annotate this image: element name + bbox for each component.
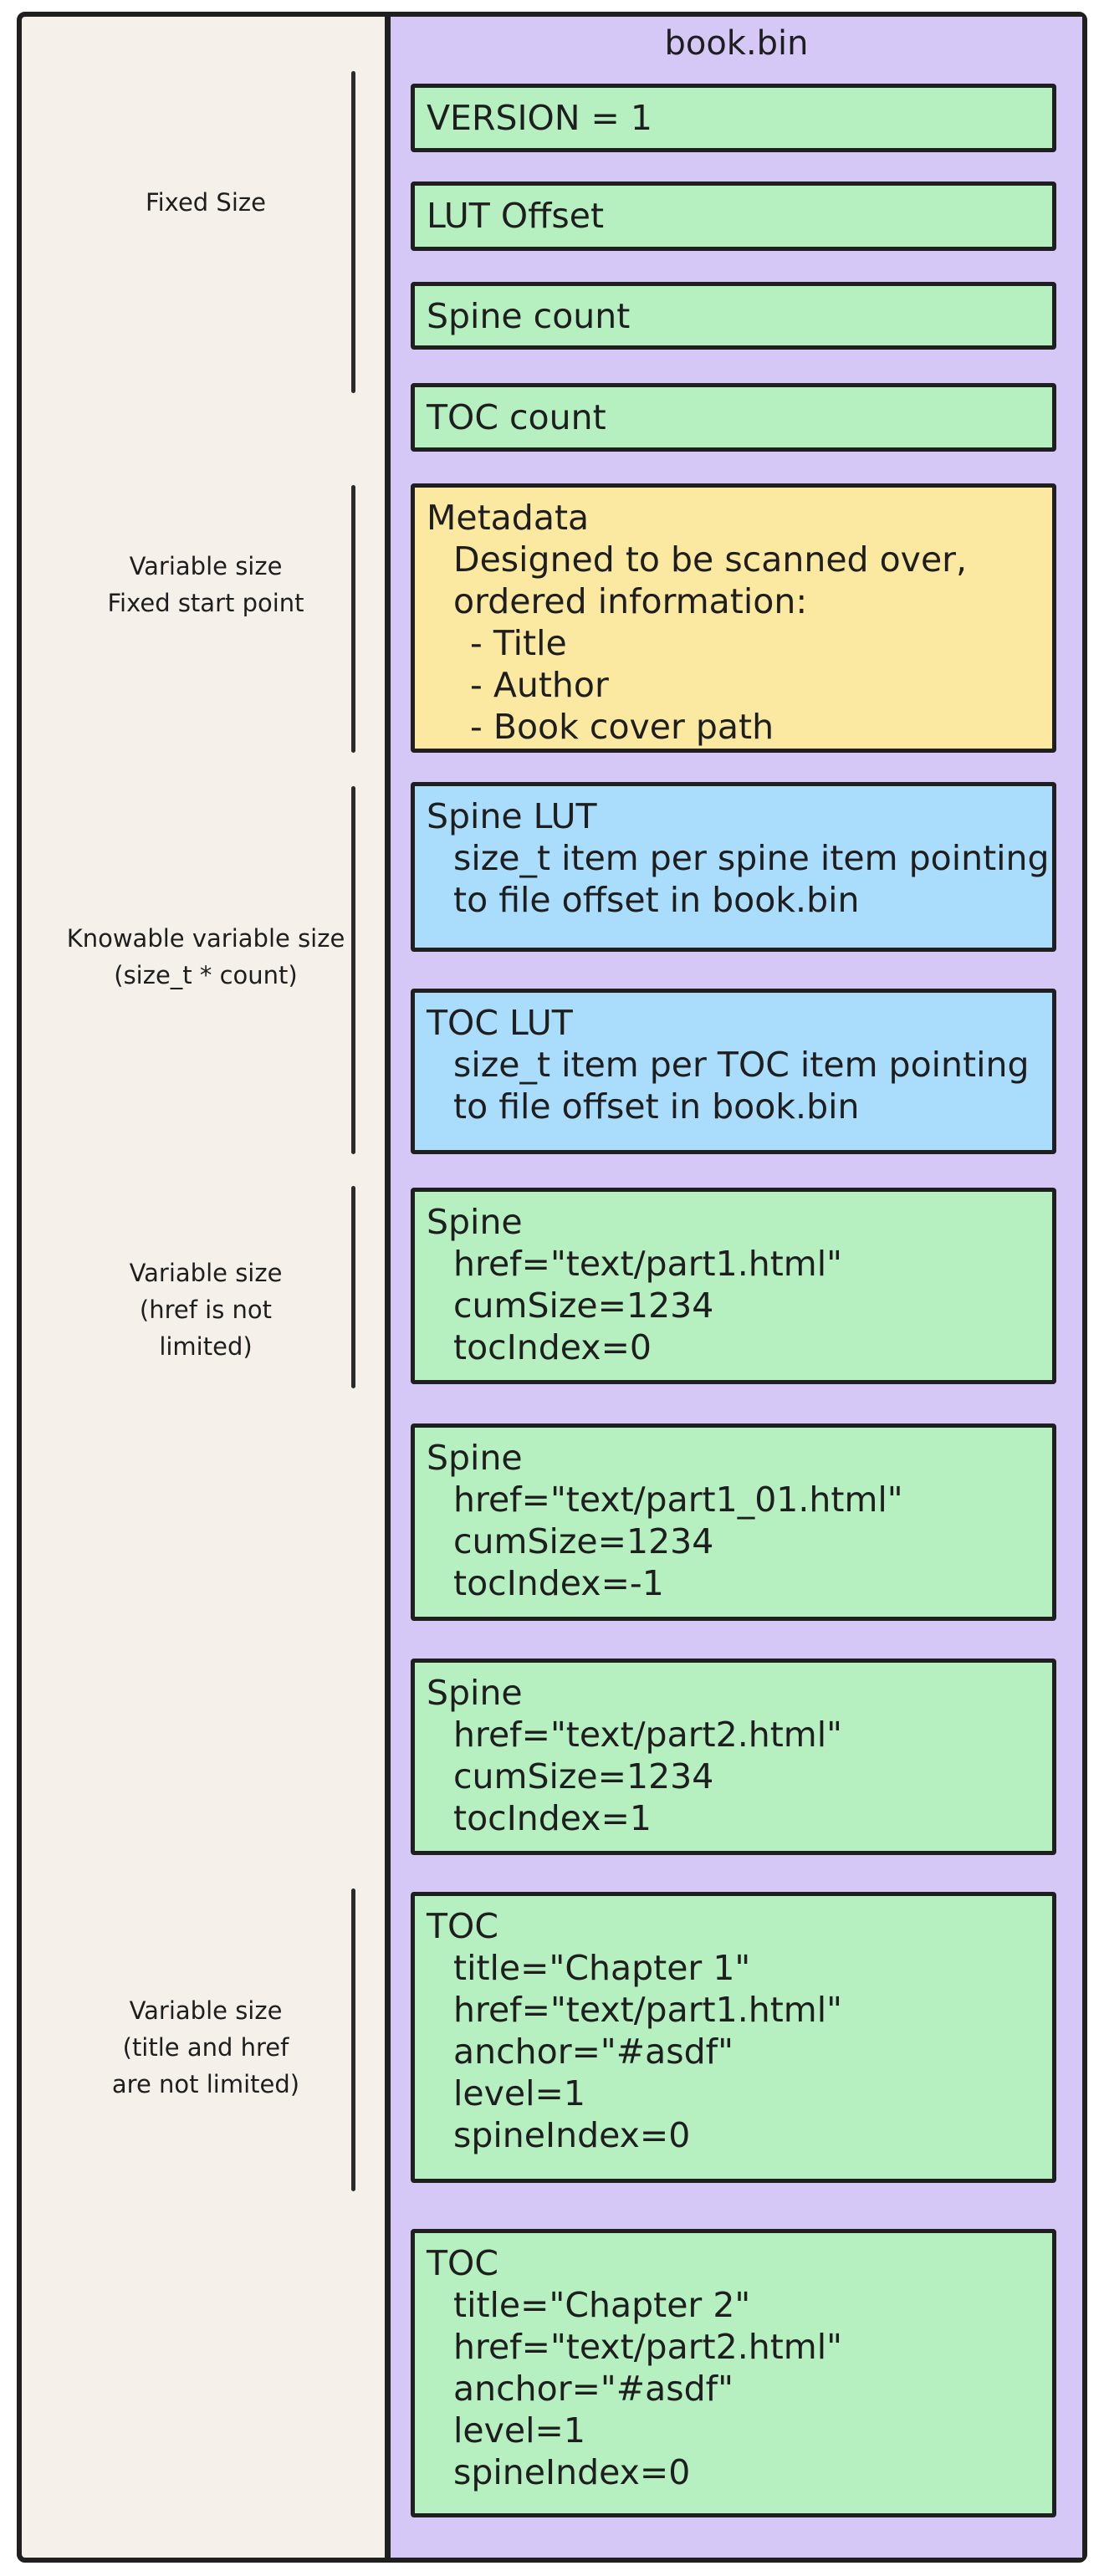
block-line: cumSize=1234 bbox=[453, 1756, 714, 1797]
block-toc-lut: TOC LUT size_t item per TOC item pointin… bbox=[411, 989, 1056, 1154]
block-lut-offset: LUT Offset bbox=[411, 181, 1056, 251]
block-spine-1: Spine href="text/part1.html" cumSize=123… bbox=[411, 1188, 1056, 1384]
block-line: size_t item per TOC item pointing bbox=[453, 1045, 1030, 1085]
section-label-line: Variable size bbox=[129, 1996, 283, 2025]
block-line: cumSize=1234 bbox=[453, 1521, 714, 1561]
section-label-line: Knowable variable size bbox=[66, 924, 345, 953]
section-bracket-luts bbox=[351, 786, 355, 1154]
block-toc-count: TOC count bbox=[411, 383, 1056, 452]
file-title: book.bin bbox=[664, 24, 809, 63]
block-line: href="text/part2.html" bbox=[453, 1715, 842, 1755]
block-line: spineIndex=0 bbox=[453, 2115, 691, 2155]
block-line: TOC count bbox=[427, 397, 606, 437]
section-bracket-metadata bbox=[351, 485, 355, 753]
block-line: Designed to be scanned over, bbox=[453, 539, 968, 580]
block-line: anchor="#asdf" bbox=[453, 2032, 733, 2072]
block-toc-2: TOC title="Chapter 2" href="text/part2.h… bbox=[411, 2229, 1056, 2517]
section-label-knowable-variable: Knowable variable size (size_t * count) bbox=[47, 920, 365, 994]
block-toc-1: TOC title="Chapter 1" href="text/part1.h… bbox=[411, 1892, 1056, 2183]
block-line: tocIndex=-1 bbox=[453, 1563, 664, 1603]
section-label-line: (size_t * count) bbox=[114, 961, 298, 989]
section-label-line: are not limited) bbox=[111, 2070, 300, 2098]
block-line: title="Chapter 1" bbox=[453, 1948, 751, 1988]
block-line: LUT Offset bbox=[427, 196, 605, 236]
block-line: title="Chapter 2" bbox=[453, 2285, 751, 2325]
block-line: size_t item per spine item pointing bbox=[453, 838, 1050, 878]
block-line: TOC bbox=[427, 2243, 498, 2283]
section-label-line: limited) bbox=[159, 1332, 253, 1361]
section-label-line: Variable size bbox=[129, 552, 283, 580]
file-column: book.bin VERSION = 1 LUT Offset Spine co… bbox=[385, 17, 1082, 2558]
block-line: Spine bbox=[427, 1202, 523, 1242]
block-metadata: Metadata Designed to be scanned over, or… bbox=[411, 483, 1056, 753]
section-label-variable-href: Variable size (href is not limited) bbox=[47, 1255, 365, 1365]
block-line: Spine count bbox=[427, 296, 631, 336]
block-line: Spine LUT bbox=[427, 796, 597, 836]
section-label-fixed-size: Fixed Size bbox=[47, 184, 365, 221]
block-line: to file offset in book.bin bbox=[453, 880, 860, 920]
block-line: - Book cover path bbox=[470, 707, 774, 747]
block-spine-count: Spine count bbox=[411, 282, 1056, 350]
block-spine-lut: Spine LUT size_t item per spine item poi… bbox=[411, 782, 1056, 952]
block-line: cumSize=1234 bbox=[453, 1285, 714, 1326]
block-line: tocIndex=1 bbox=[453, 1798, 652, 1838]
section-label-line: Fixed Size bbox=[146, 188, 266, 217]
section-label-variable-fixed-start: Variable size Fixed start point bbox=[47, 548, 365, 621]
block-line: ordered information: bbox=[453, 581, 808, 621]
block-line: Metadata bbox=[427, 498, 590, 538]
section-label-line: Fixed start point bbox=[107, 589, 304, 617]
section-label-line: (href is not bbox=[139, 1296, 273, 1324]
section-bracket-spine bbox=[351, 1186, 355, 1388]
block-version: VERSION = 1 bbox=[411, 84, 1056, 152]
block-line: TOC bbox=[427, 1906, 498, 1946]
block-spine-3: Spine href="text/part2.html" cumSize=123… bbox=[411, 1659, 1056, 1855]
section-label-line: (title and href bbox=[122, 2033, 289, 2062]
block-line: Spine bbox=[427, 1438, 523, 1478]
block-line: TOC LUT bbox=[427, 1003, 573, 1043]
diagram-frame: Fixed Size Variable size Fixed start poi… bbox=[17, 12, 1087, 2563]
block-line: - Title bbox=[470, 623, 567, 663]
block-line: - Author bbox=[470, 665, 609, 705]
block-line: spineIndex=0 bbox=[453, 2452, 691, 2492]
block-line: anchor="#asdf" bbox=[453, 2369, 733, 2409]
block-line: href="text/part1_01.html" bbox=[453, 1480, 903, 1520]
block-line: to file offset in book.bin bbox=[453, 1086, 860, 1127]
section-bracket-toc bbox=[351, 1889, 355, 2191]
block-line: href="text/part2.html" bbox=[453, 2327, 842, 2367]
block-line: level=1 bbox=[453, 2410, 585, 2451]
block-line: Spine bbox=[427, 1673, 523, 1713]
section-label-variable-title-href: Variable size (title and href are not li… bbox=[47, 1992, 365, 2103]
block-line: href="text/part1.html" bbox=[453, 1244, 842, 1284]
section-label-line: Variable size bbox=[129, 1259, 283, 1287]
section-bracket-fixed-size bbox=[351, 71, 355, 393]
block-line: href="text/part1.html" bbox=[453, 1990, 842, 2030]
block-spine-2: Spine href="text/part1_01.html" cumSize=… bbox=[411, 1423, 1056, 1621]
block-line: VERSION = 1 bbox=[427, 98, 653, 138]
block-line: level=1 bbox=[453, 2073, 585, 2113]
block-line: tocIndex=0 bbox=[453, 1327, 652, 1367]
